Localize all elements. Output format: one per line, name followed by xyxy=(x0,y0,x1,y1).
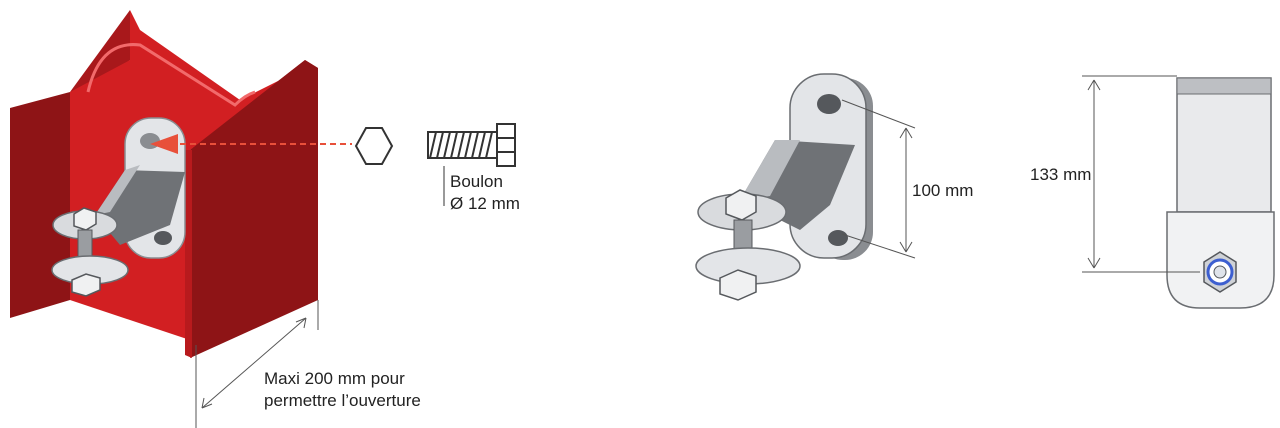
total-height-label: 133 mm xyxy=(1030,165,1092,184)
bracket-top-hole xyxy=(140,133,160,149)
bracket-isometric xyxy=(695,73,873,301)
iso-arm-top xyxy=(740,140,800,200)
max-width-label-line2: permettre l’ouverture xyxy=(264,391,421,410)
max-width-label-line1: Maxi 200 mm pour xyxy=(264,369,405,388)
bolt-parts xyxy=(354,123,516,206)
iso-bottom-nut xyxy=(719,269,757,301)
bolt-label-line1: Boulon xyxy=(450,172,503,191)
h-beam-assembly xyxy=(10,10,352,358)
hinge-side-view xyxy=(1166,77,1275,309)
hinge-bottom-nut xyxy=(71,273,101,297)
plate-height-label: 100 mm xyxy=(912,181,974,200)
bracket-bottom-hole xyxy=(154,231,172,245)
beam-web-curve xyxy=(86,43,256,107)
side-view-tube-top xyxy=(1176,77,1272,95)
beam-right-flange xyxy=(190,60,318,358)
side-view-tube xyxy=(1176,77,1272,213)
bolt-label: Boulon Ø 12 mm xyxy=(450,171,520,215)
total-height-dimension xyxy=(1082,75,1200,273)
hinge-bolt-head xyxy=(73,207,97,231)
bolt-label-line2: Ø 12 mm xyxy=(450,194,520,213)
max-width-label: Maxi 200 mm pour permettre l’ouverture xyxy=(264,368,421,412)
beam-right-flange-edge xyxy=(185,150,192,358)
iso-bolt-head xyxy=(725,189,757,221)
insertion-arrowhead xyxy=(150,134,178,154)
bolt-thread-icon xyxy=(427,123,516,167)
beam-left-flange xyxy=(10,92,70,318)
iso-bottom-hole xyxy=(828,230,848,246)
hex-nut-icon xyxy=(354,127,394,165)
bracket-arm-top xyxy=(95,165,140,215)
plate-height-dimension xyxy=(841,99,916,259)
max-width-dimension xyxy=(195,300,319,428)
iso-top-hole xyxy=(817,94,841,114)
